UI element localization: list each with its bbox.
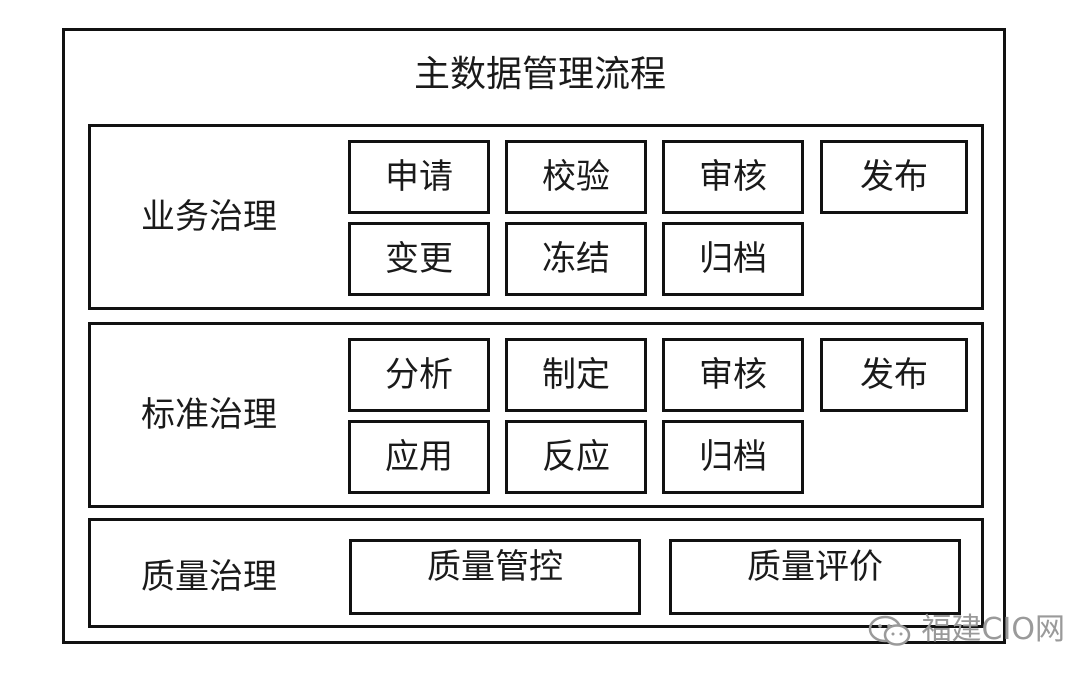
- section-label: 质量治理: [141, 557, 277, 597]
- step-box: 分析: [348, 338, 490, 412]
- step-box: 发布: [820, 338, 968, 412]
- watermark-text: 福建CIO网: [921, 612, 1065, 647]
- quality-control-box: 质量管控: [349, 539, 641, 615]
- step-box: 制定: [505, 338, 647, 412]
- step-box: 审核: [662, 338, 804, 412]
- step-box: 申请: [348, 140, 490, 214]
- section-standard-governance: 标准治理: [88, 322, 984, 508]
- quality-evaluation-box: 质量评价: [669, 539, 961, 615]
- section-business-governance: 业务治理: [88, 124, 984, 310]
- section-label: 标准治理: [141, 395, 277, 435]
- section-quality-governance: 质量治理 质量管控 质量评价: [88, 518, 984, 628]
- step-box: 变更: [348, 222, 490, 296]
- section-label: 业务治理: [141, 197, 277, 237]
- step-box: 反应: [505, 420, 647, 494]
- step-box: 冻结: [505, 222, 647, 296]
- step-box: 审核: [662, 140, 804, 214]
- step-box: 校验: [505, 140, 647, 214]
- step-box: 归档: [662, 420, 804, 494]
- wechat-icon: [868, 615, 911, 646]
- step-box: 应用: [348, 420, 490, 494]
- watermark: 福建CIO网: [868, 610, 1068, 650]
- process-frame: [62, 28, 1006, 644]
- step-box: 归档: [662, 222, 804, 296]
- diagram-title: 主数据管理流程: [413, 54, 666, 95]
- step-box: 发布: [820, 140, 968, 214]
